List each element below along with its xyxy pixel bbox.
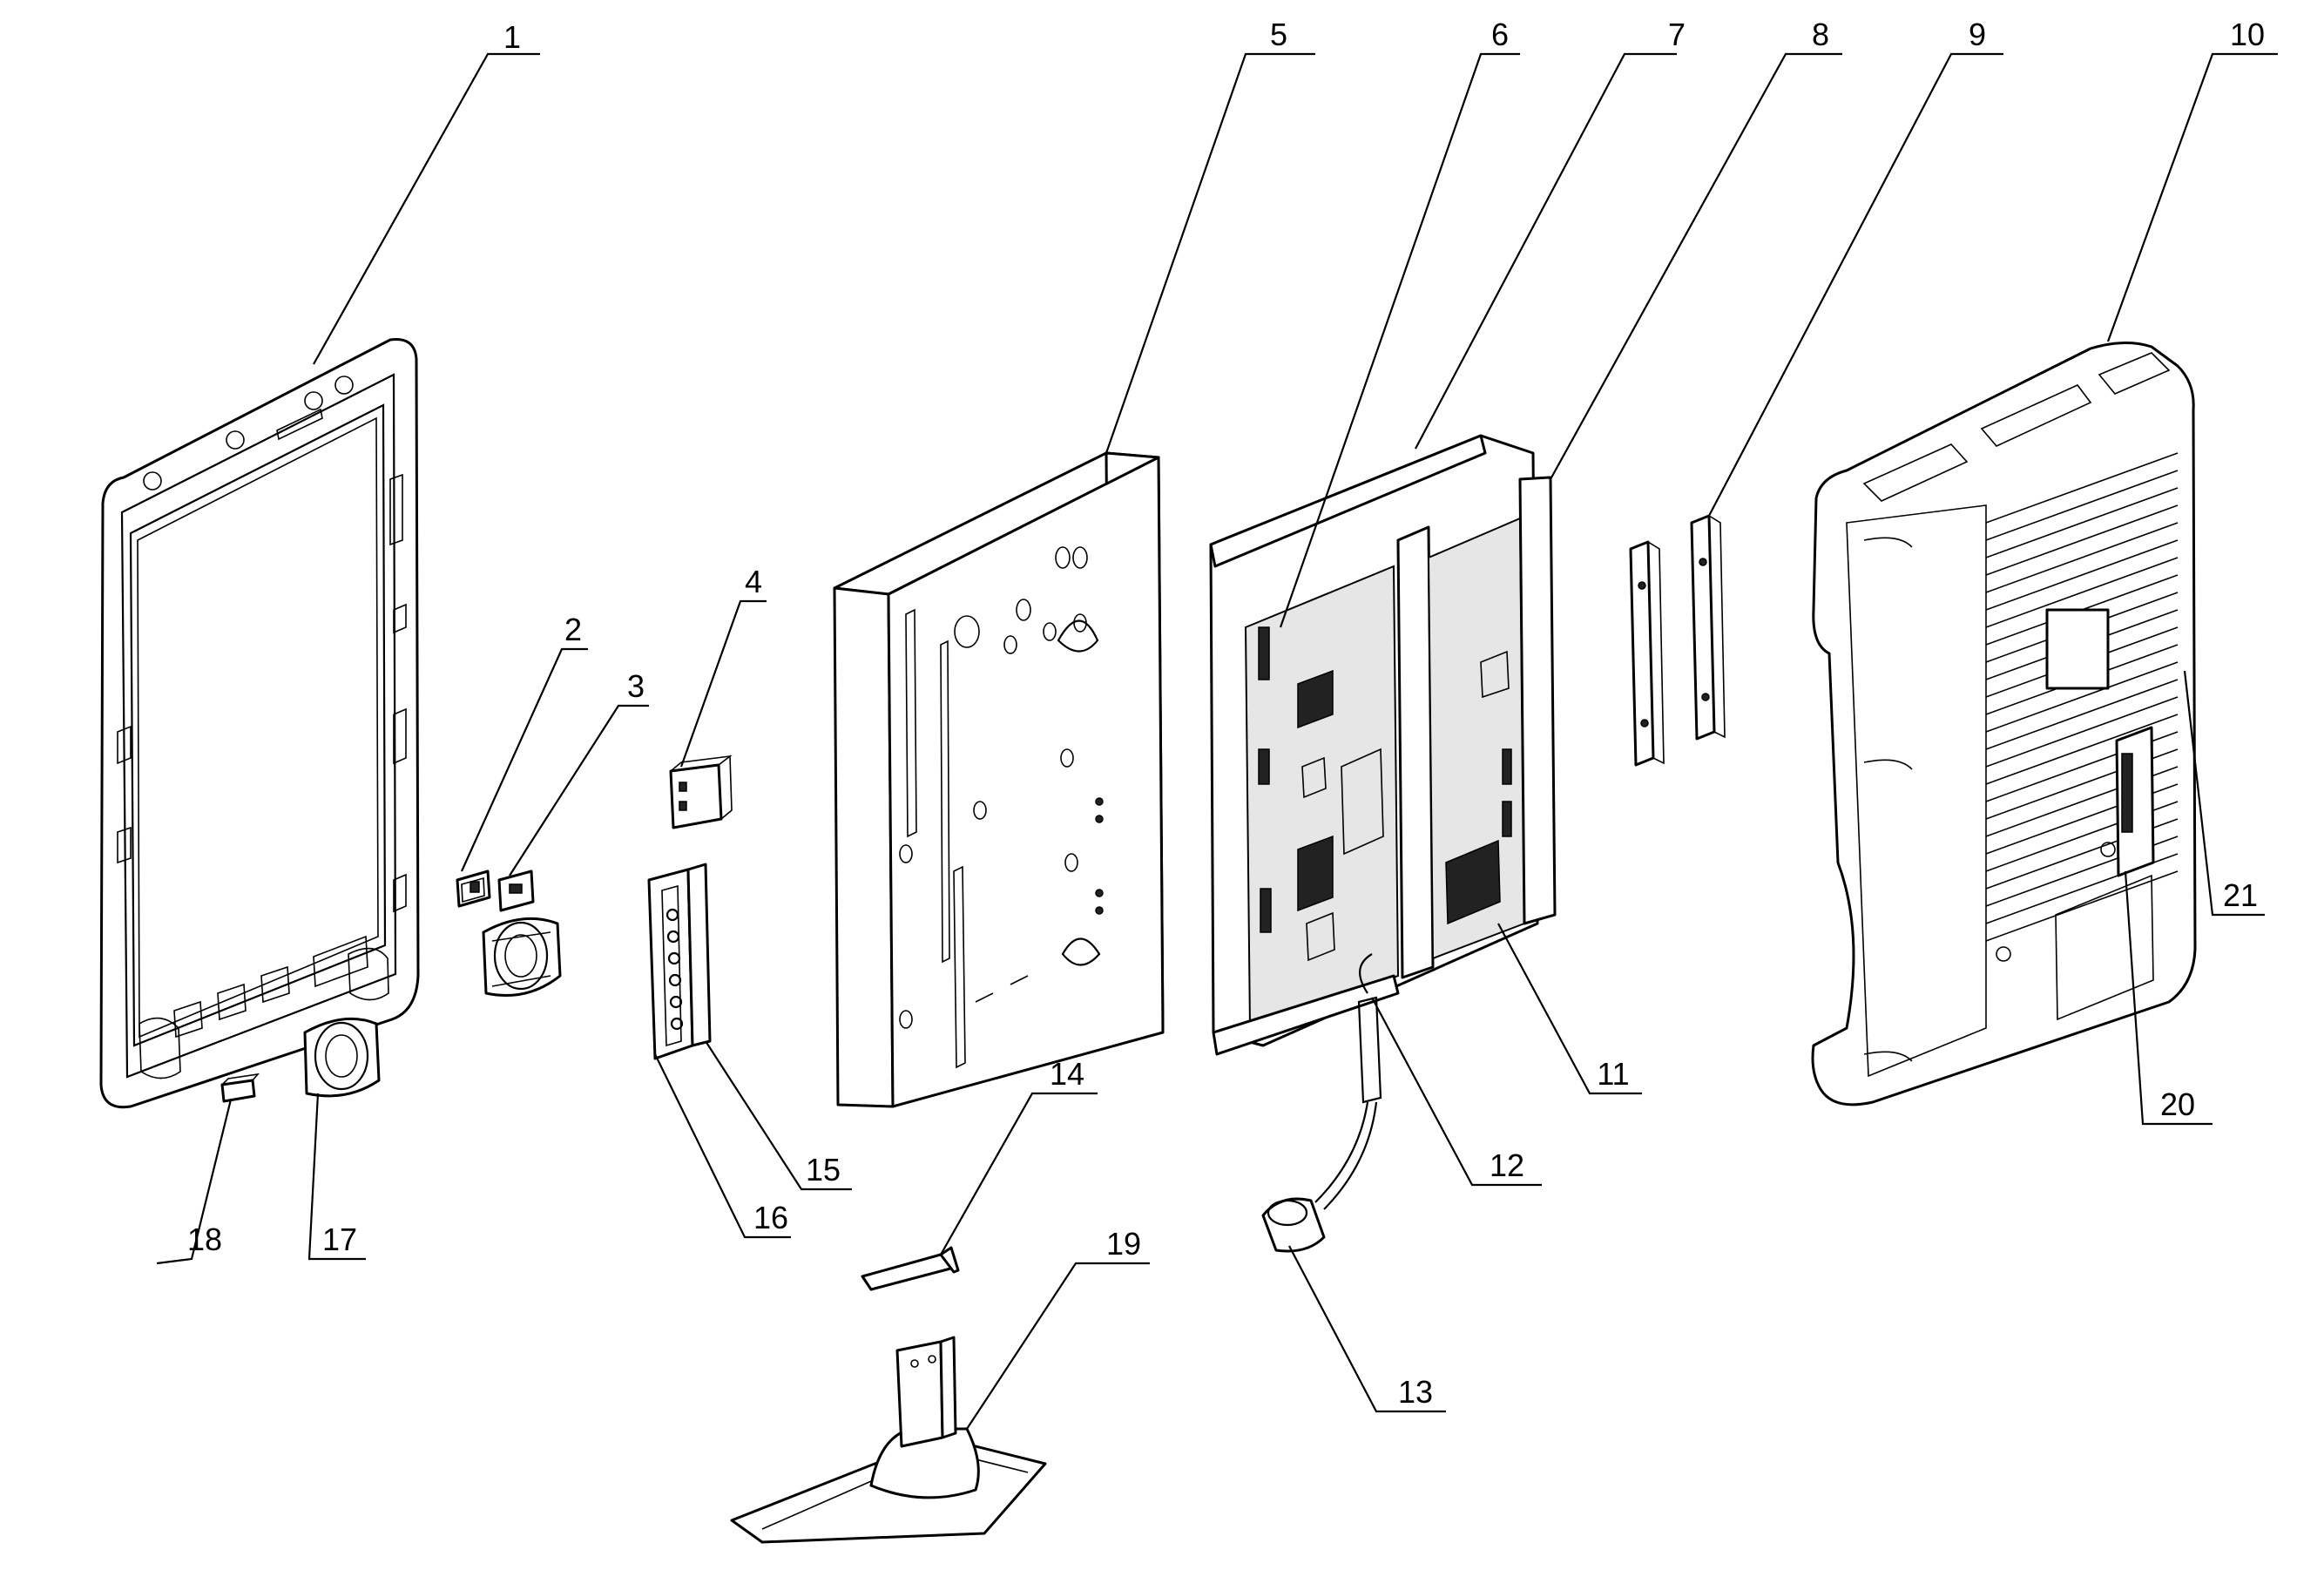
callout-12: 12 bbox=[1490, 1147, 1524, 1183]
callout-13: 13 bbox=[1398, 1374, 1433, 1410]
callout-4: 4 bbox=[745, 564, 762, 599]
part-speaker-right bbox=[482, 917, 562, 997]
part-front-bezel bbox=[99, 337, 420, 1109]
part-ir-bracket bbox=[456, 870, 491, 908]
part-side-brackets bbox=[1629, 514, 1726, 767]
part-stand-base bbox=[730, 1336, 1047, 1544]
callout-numbers: 1 2 3 4 5 6 7 8 9 10 11 12 13 14 15 16 1… bbox=[187, 17, 2265, 1410]
callout-20: 20 bbox=[2160, 1086, 2195, 1122]
callout-15: 15 bbox=[806, 1152, 841, 1188]
part-lens-block bbox=[220, 1073, 260, 1103]
part-module bbox=[669, 755, 733, 829]
part-stand-neck bbox=[861, 1246, 960, 1291]
part-chassis-boards bbox=[1209, 434, 1557, 1253]
callout-21: 21 bbox=[2223, 877, 2258, 913]
callout-9: 9 bbox=[1969, 17, 1986, 52]
callout-17: 17 bbox=[322, 1221, 357, 1257]
part-side-av-bracket bbox=[647, 863, 712, 1060]
callout-5: 5 bbox=[1270, 17, 1287, 52]
callout-14: 14 bbox=[1050, 1056, 1084, 1092]
part-lcd-panel bbox=[833, 451, 1165, 1108]
part-key-board bbox=[497, 870, 535, 912]
callout-7: 7 bbox=[1668, 17, 1686, 52]
callout-19: 19 bbox=[1106, 1226, 1141, 1262]
callout-8: 8 bbox=[1812, 17, 1829, 52]
callout-10: 10 bbox=[2230, 17, 2265, 52]
callout-11: 11 bbox=[1597, 1056, 1629, 1092]
part-speaker-left bbox=[303, 1017, 381, 1098]
callout-1: 1 bbox=[503, 19, 521, 55]
part-back-cover bbox=[1811, 341, 2197, 1106]
leader-lines bbox=[156, 52, 2278, 1430]
callout-6: 6 bbox=[1491, 17, 1509, 52]
callout-18: 18 bbox=[187, 1221, 222, 1257]
callout-3: 3 bbox=[627, 668, 645, 704]
callout-16: 16 bbox=[753, 1200, 788, 1235]
callout-2: 2 bbox=[564, 612, 582, 647]
